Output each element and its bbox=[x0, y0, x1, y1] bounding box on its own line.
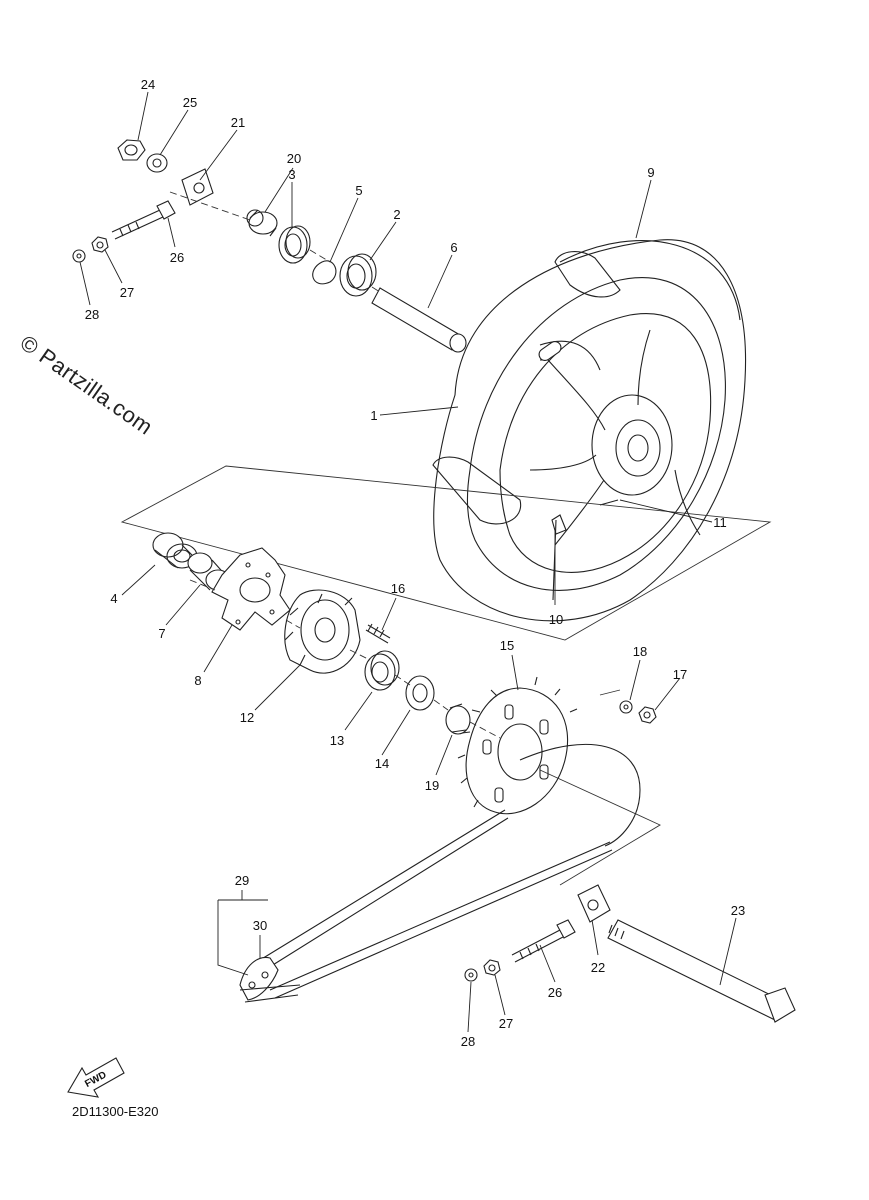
part-valve-10[interactable] bbox=[552, 519, 557, 601]
part-bolt-26[interactable] bbox=[111, 200, 176, 240]
part-bolt-26-lower[interactable] bbox=[511, 919, 576, 963]
callout-23[interactable]: 23 bbox=[731, 903, 745, 918]
callout-2[interactable]: 2 bbox=[393, 207, 400, 222]
part-spacer-6[interactable] bbox=[371, 287, 467, 353]
part-stud-16[interactable] bbox=[365, 623, 391, 644]
callout-11[interactable]: 11 bbox=[713, 515, 727, 530]
part-collar-19[interactable] bbox=[445, 703, 471, 735]
callout-27-lower[interactable]: 27 bbox=[499, 1016, 513, 1031]
callout-4[interactable]: 4 bbox=[110, 591, 117, 606]
callout-28-upper[interactable]: 28 bbox=[85, 307, 99, 322]
callout-10[interactable]: 10 bbox=[549, 612, 563, 627]
callout-27-upper[interactable]: 27 bbox=[120, 285, 134, 300]
part-bearing-13[interactable] bbox=[364, 650, 400, 691]
callout-26-lower[interactable]: 26 bbox=[548, 985, 562, 1000]
part-washer-28-lower[interactable] bbox=[464, 968, 478, 982]
part-damper-8[interactable] bbox=[211, 547, 291, 631]
part-joint-link-30[interactable] bbox=[239, 956, 301, 1003]
callout-3[interactable]: 3 bbox=[288, 167, 295, 182]
callout-labels: 24 25 21 20 3 5 2 6 9 1 26 27 28 11 10 4… bbox=[85, 77, 745, 1049]
callout-6[interactable]: 6 bbox=[450, 240, 457, 255]
leader-lines bbox=[79, 91, 737, 1033]
part-washer-25[interactable] bbox=[146, 153, 168, 173]
callout-1[interactable]: 1 bbox=[370, 408, 377, 423]
part-adjuster-plate-22[interactable] bbox=[577, 884, 611, 923]
callout-9[interactable]: 9 bbox=[647, 165, 654, 180]
part-drive-chain-29[interactable] bbox=[259, 743, 641, 999]
callout-8[interactable]: 8 bbox=[194, 673, 201, 688]
callout-15[interactable]: 15 bbox=[500, 638, 514, 653]
part-circlip-5[interactable] bbox=[312, 260, 337, 285]
part-clutch-hub-12[interactable] bbox=[284, 589, 361, 674]
callout-30[interactable]: 30 bbox=[253, 918, 267, 933]
callout-29[interactable]: 29 bbox=[235, 873, 249, 888]
part-oil-seal-14[interactable] bbox=[405, 675, 435, 711]
callout-21[interactable]: 21 bbox=[231, 115, 245, 130]
part-washer-28[interactable] bbox=[72, 249, 86, 263]
callout-17[interactable]: 17 bbox=[673, 667, 687, 682]
part-sprocket-15[interactable] bbox=[457, 676, 578, 815]
part-nut-17[interactable] bbox=[638, 706, 657, 724]
callout-25[interactable]: 25 bbox=[183, 95, 197, 110]
part-axle-23[interactable] bbox=[607, 919, 796, 1023]
callout-5[interactable]: 5 bbox=[355, 183, 362, 198]
part-bearing-4[interactable] bbox=[152, 532, 198, 569]
callout-26-upper[interactable]: 26 bbox=[170, 250, 184, 265]
fwd-arrow-icon: FWD bbox=[67, 1057, 125, 1098]
diagram-code: 2D11300-E320 bbox=[72, 1104, 159, 1119]
callout-28-lower[interactable]: 28 bbox=[461, 1034, 475, 1049]
callout-16[interactable]: 16 bbox=[391, 581, 405, 596]
callout-13[interactable]: 13 bbox=[330, 733, 344, 748]
callout-18[interactable]: 18 bbox=[633, 644, 647, 659]
callout-14[interactable]: 14 bbox=[375, 756, 389, 771]
callout-12[interactable]: 12 bbox=[240, 710, 254, 725]
callout-24[interactable]: 24 bbox=[141, 77, 155, 92]
callout-7[interactable]: 7 bbox=[158, 626, 165, 641]
part-collar-20[interactable] bbox=[246, 209, 278, 237]
part-bearing-2[interactable] bbox=[339, 253, 377, 297]
part-nut-27[interactable] bbox=[91, 236, 109, 253]
part-washer-18[interactable] bbox=[619, 700, 633, 714]
part-wheel-tire-assembly-1[interactable] bbox=[432, 239, 747, 622]
part-nut-24[interactable] bbox=[117, 139, 146, 161]
callout-22[interactable]: 22 bbox=[591, 960, 605, 975]
callout-20[interactable]: 20 bbox=[287, 151, 301, 166]
part-nut-27-lower[interactable] bbox=[483, 959, 501, 976]
callout-19[interactable]: 19 bbox=[425, 778, 439, 793]
part-balance-weight-11[interactable] bbox=[599, 499, 619, 506]
part-bearing-3[interactable] bbox=[278, 225, 311, 264]
part-adjuster-plate-21[interactable] bbox=[181, 168, 214, 206]
